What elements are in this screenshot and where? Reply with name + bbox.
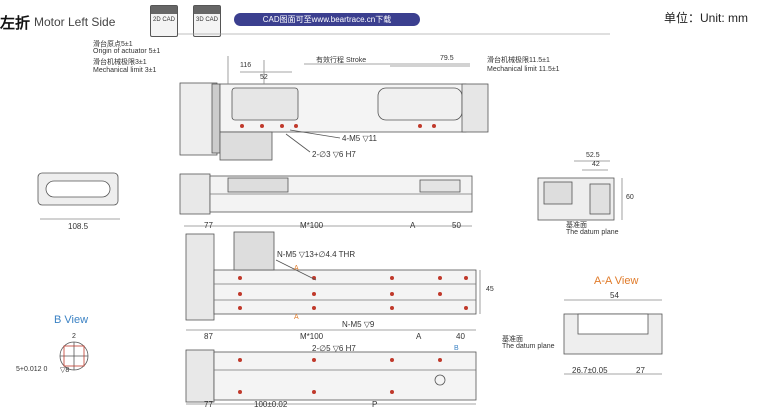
dim-60: 60 xyxy=(626,194,634,201)
mech-limit-right-en: Mechanical limit 11.5±1 xyxy=(487,66,560,73)
origin-en: Origin of actuator 5±1 xyxy=(93,48,161,55)
dim-27: 27 xyxy=(636,366,645,375)
datum-en-aa: The datum plane xyxy=(502,343,555,350)
mech-limit-right-cn: 滑台机械极限11.5±1 xyxy=(487,57,550,64)
b-dim-2: 2 xyxy=(72,333,76,340)
mech-limit-left-en: Mechanical limit 3±1 xyxy=(93,67,157,74)
side-dim-m100: M*100 xyxy=(300,221,324,230)
dim-79-5: 79.5 xyxy=(440,55,454,62)
dim-52: 52 xyxy=(260,74,268,81)
dim-52-5: 52.5 xyxy=(586,152,600,159)
cad-download-banner[interactable]: CAD图面可至www.beartrace.cn下载 xyxy=(234,13,420,26)
title-cn: 左折 xyxy=(0,15,31,32)
mech-limit-left-cn: 滑台机械极限3±1 xyxy=(93,59,147,66)
datum-en-right: The datum plane xyxy=(566,229,619,236)
b-dim-8: ▽8 xyxy=(60,367,70,374)
section-mark-a-top: A xyxy=(294,265,299,272)
dim-26-7: 26.7±0.05 xyxy=(572,366,608,375)
title-en: Motor Left Side xyxy=(34,15,116,29)
dim-116: 116 xyxy=(240,62,252,69)
cad-2d-icon[interactable]: 2D CAD xyxy=(150,5,178,37)
dim-42: 42 xyxy=(592,161,600,168)
aa-view-title: A-A View xyxy=(594,275,639,287)
side-dim-a: A xyxy=(410,221,416,230)
side-dim-50: 50 xyxy=(452,221,461,230)
b-mark: B xyxy=(454,345,459,352)
dim-54: 54 xyxy=(610,291,619,300)
section-mark-a-bottom: A xyxy=(294,314,299,321)
datum-cn-aa: 基准面 xyxy=(502,336,523,343)
mid-dim-a: A xyxy=(416,332,422,341)
thr-label: N-M5 ▽13+∅4.4 THR xyxy=(277,250,356,259)
origin-cn: 滑台原点5±1 xyxy=(93,41,133,48)
b-dim-tol: 5+0.012 0 xyxy=(16,366,48,373)
dim-108-5: 108.5 xyxy=(68,222,89,231)
nm5-label: N-M5 ▽9 xyxy=(342,320,375,329)
bottom-dim-77: 77 xyxy=(204,400,213,409)
holes-m5-label: 4-M5 ▽11 xyxy=(342,134,377,143)
unit-label: 单位：Unit: mm xyxy=(663,11,748,25)
dim-45: 45 xyxy=(486,286,494,293)
datum-cn-right: 基准面 xyxy=(566,222,587,229)
bottom-dim-100: 100±0.02 xyxy=(254,400,288,409)
mid-dim-m100: M*100 xyxy=(300,332,324,341)
b-view-title: B View xyxy=(54,314,89,326)
holes-pin-label: 2-∅3 ▽6 H7 xyxy=(312,150,356,159)
pins-label: 2-∅5 ▽6 H7 xyxy=(312,344,356,353)
side-dim-77: 77 xyxy=(204,221,213,230)
mid-dim-40: 40 xyxy=(456,332,465,341)
bottom-dim-p: P xyxy=(372,400,378,409)
stroke-label: 有效行程 Stroke xyxy=(316,57,367,64)
cad-3d-icon[interactable]: 3D CAD xyxy=(193,5,221,37)
mid-dim-87: 87 xyxy=(204,332,213,341)
